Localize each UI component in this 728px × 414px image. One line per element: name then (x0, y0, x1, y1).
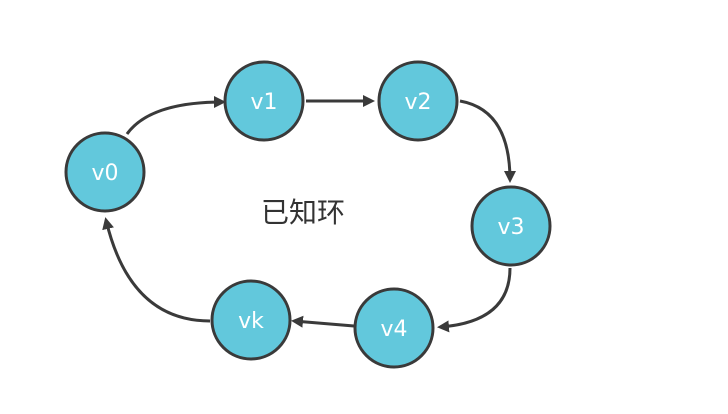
edge-v0-v1 (125, 96, 226, 135)
center-label: 已知环 (261, 196, 345, 229)
node-v1: v1 (223, 60, 305, 142)
node-vk: vk (210, 279, 292, 361)
node-v3-label: v3 (497, 215, 524, 240)
node-v2-circle (377, 60, 459, 142)
node-v2: v2 (377, 60, 459, 142)
node-v2-label: v2 (404, 90, 431, 115)
node-v0: v0 (64, 131, 146, 213)
node-vk-circle (210, 279, 292, 361)
node-v3-circle (470, 185, 552, 267)
node-v4: v4 (353, 287, 435, 369)
node-v1-circle (223, 60, 305, 142)
edge-v3-v4 (437, 267, 512, 333)
node-v0-label: v0 (91, 161, 118, 186)
edge-vk-v0 (102, 217, 211, 323)
node-v3: v3 (470, 185, 552, 267)
node-v4-label: v4 (380, 317, 407, 342)
edge-v2-v3 (459, 99, 516, 183)
node-v1-label: v1 (250, 90, 277, 115)
node-v4-circle (353, 287, 435, 369)
node-vk-label: vk (238, 309, 264, 334)
edge-v4-vk (291, 315, 355, 328)
node-v0-circle (64, 131, 146, 213)
